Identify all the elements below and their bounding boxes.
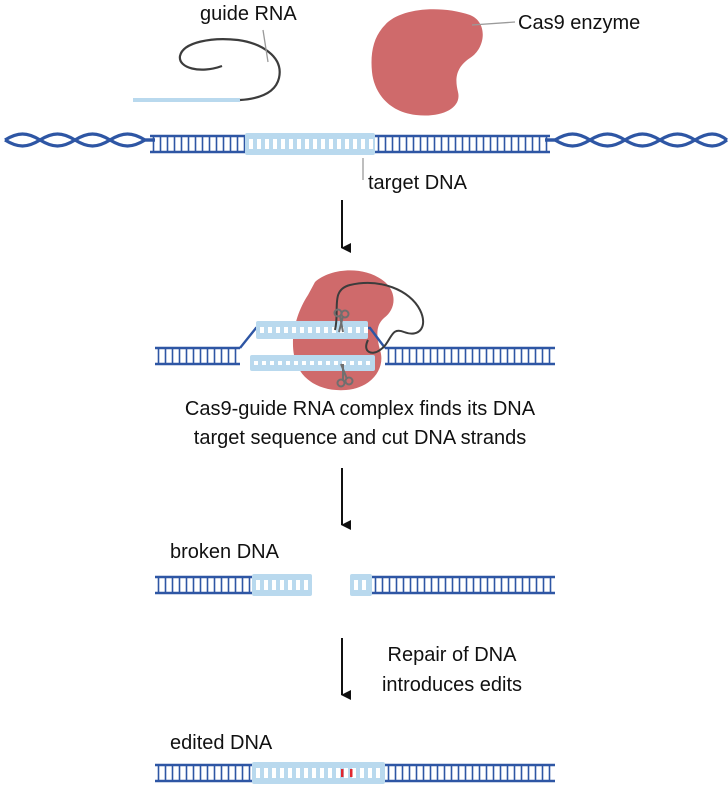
target-dna-label: target DNA [368,172,467,194]
repair-caption-line1: Repair of DNA [387,644,517,666]
dna-strand-left [150,134,246,154]
stage-1 [4,9,728,180]
broken-strand-right [372,575,555,595]
broken-target-left [252,574,312,596]
dna-ladder-edited [155,762,555,784]
edited-strand-right [385,763,555,783]
edited-target-region [252,762,385,784]
dna-strand-right [375,134,550,154]
dna-helix-left [4,132,155,148]
edited-strand-left [155,763,252,783]
cas9-enzyme-shape [371,9,483,116]
target-dna-region [245,133,375,155]
edited-dna-label: edited DNA [170,732,273,754]
scissors-icon [336,363,354,388]
edit-mark [341,769,353,777]
guide-dna-pairing [256,321,368,339]
dna-strand-left [155,346,240,366]
repair-caption: Repair of DNA introduces edits [362,640,542,700]
complex-caption-line2: target sequence and cut DNA strands [193,427,527,449]
broken-target-right [350,574,372,596]
complex-caption-line1: Cas9-guide RNA complex finds its DNA [184,398,536,420]
dna-strand-right [385,346,555,366]
guide-rna [133,29,281,102]
broken-dna-label: broken DNA [170,541,279,563]
scissors-icon [333,308,350,333]
dna-helix-right [545,132,728,148]
complex-caption: Cas9-guide RNA complex finds its DNA tar… [184,398,536,449]
target-strand-bottom [250,355,375,371]
dna-ladder-broken [155,574,555,596]
guide-rna-label: guide RNA [200,3,297,25]
guide-rna-bound [334,281,425,354]
dna-ladder-stage1 [150,133,550,155]
repair-caption-line2: introduces edits [381,674,523,696]
stage-2 [155,270,555,391]
cas9-enzyme-label: Cas9 enzyme [518,12,641,34]
broken-strand-left [155,575,252,595]
